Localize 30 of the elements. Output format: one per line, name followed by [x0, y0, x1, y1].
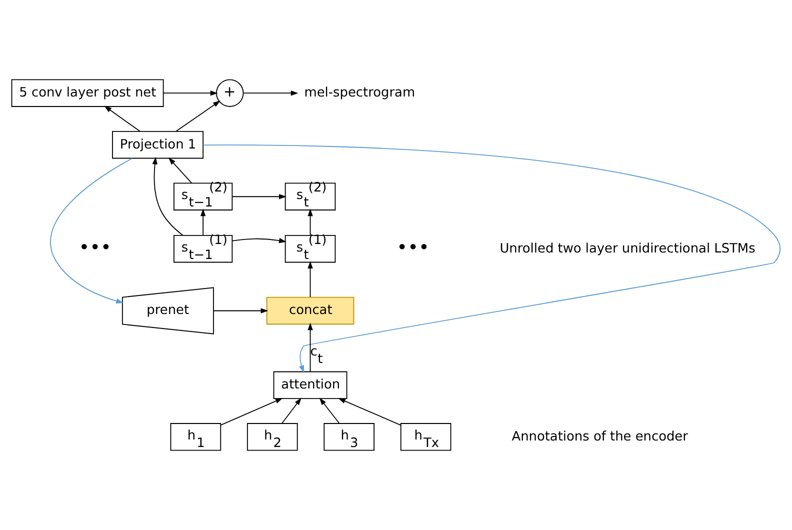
node-text: mel-spectrogram [304, 86, 416, 101]
arrow [168, 158, 192, 184]
arrow [202, 144, 781, 373]
arrow [281, 398, 302, 424]
arrow [104, 106, 141, 132]
node-box: concat [266, 296, 354, 325]
node-box: Projection 1 [112, 130, 204, 159]
label: ••• [396, 237, 430, 258]
node-box: attention [273, 371, 348, 400]
arrow [232, 238, 286, 244]
arrow [319, 398, 340, 424]
arrow [220, 398, 283, 426]
arrow [232, 194, 286, 200]
arrow [50, 158, 133, 304]
label: ••• [78, 237, 112, 258]
arrow [152, 156, 184, 236]
node-circle: + [216, 79, 244, 107]
arrow [200, 208, 206, 236]
arrow [213, 308, 268, 314]
arrow [338, 398, 402, 426]
arrow [243, 90, 298, 96]
arrow [308, 322, 313, 372]
arrow [308, 208, 313, 236]
label: Annotations of the encoder [512, 429, 688, 444]
arrow [162, 90, 218, 96]
arrow [176, 100, 220, 132]
node-box: prenet [122, 287, 214, 334]
label: Unrolled two layer unidirectional LSTMs [500, 241, 756, 256]
node-box: 5 conv layer post net [11, 79, 164, 107]
arrow [308, 261, 313, 298]
